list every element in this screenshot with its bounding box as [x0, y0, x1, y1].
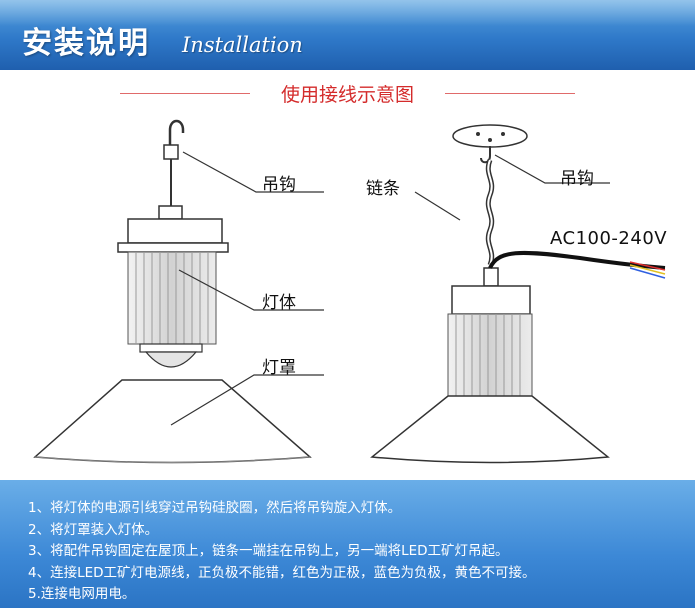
step-2: 2、将灯罩装入灯体。: [28, 521, 159, 538]
step-5: 5.连接电网用电。: [28, 586, 136, 602]
label-left-hook: 吊钩: [262, 175, 296, 195]
section-line-right: [445, 93, 575, 94]
header-banner: 安装说明 Installation: [0, 0, 695, 70]
wiring-diagram: [33, 119, 666, 464]
step-1: 1、将灯体的电源引线穿过吊钩硅胶圈，然后将吊钩旋入灯体。: [28, 500, 402, 516]
ceiling-mount: [452, 124, 528, 148]
right-shade: [370, 395, 610, 464]
step-4: 4、连接LED工矿灯电源线，正负极不能错，红色为正极，蓝色为负极，黄色不可接。: [28, 564, 536, 581]
left-hook-base: [163, 144, 179, 160]
right-hook-icon: [480, 146, 491, 164]
right-heatsink: [447, 313, 533, 397]
header-title: 安装说明: [22, 26, 150, 61]
left-shade-rim: [34, 456, 311, 463]
right-collar: [483, 267, 499, 287]
label-right-hook: 吊钩: [560, 169, 594, 189]
left-lens: [144, 351, 198, 368]
right-lamp: [370, 124, 666, 464]
power-cable: [488, 250, 666, 270]
left-heatsink: [127, 251, 217, 345]
instructions-list: 1、将灯体的电源引线穿过吊钩硅胶圈，然后将吊钩旋入灯体。 2、将灯罩装入灯体。 …: [28, 498, 536, 606]
left-lamp: [33, 119, 312, 464]
left-leaders: [170, 151, 324, 426]
section-line-left: [120, 93, 250, 94]
header-subtitle: Installation: [182, 33, 303, 57]
left-plate: [117, 242, 229, 253]
left-hook-icon: [168, 119, 185, 145]
left-cap: [127, 218, 223, 244]
instructions-panel: [0, 480, 695, 608]
label-chain: 链条: [366, 179, 400, 199]
label-voltage: AC100-240V: [550, 228, 668, 249]
right-leaders: [414, 154, 610, 221]
right-cap: [451, 285, 531, 315]
wire-blue: [629, 267, 666, 279]
wire-yellow: [629, 264, 666, 275]
section-title: 使用接线示意图: [280, 84, 414, 106]
step-3: 3、将配件吊钩固定在屋顶上，链条一端挂在吊钩上，另一端将LED工矿灯吊起。: [28, 543, 509, 559]
label-shade: 灯罩: [262, 358, 296, 378]
left-collar: [158, 205, 183, 220]
header-gloss: [0, 0, 695, 26]
label-lamp-body: 灯体: [262, 293, 296, 313]
left-lens-ring: [139, 343, 203, 353]
wire-red: [629, 261, 666, 271]
left-shade: [33, 379, 312, 464]
